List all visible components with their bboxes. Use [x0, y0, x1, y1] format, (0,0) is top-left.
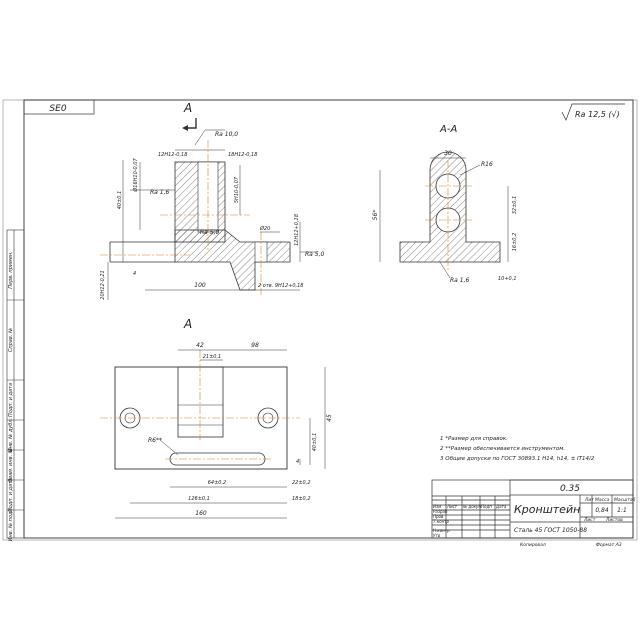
- plan-l2: 22±0,2: [292, 480, 311, 486]
- tb-scale: 1:1: [617, 507, 627, 514]
- note-2: 2 **Размер обеспечивается инструментом.: [440, 446, 565, 452]
- note-1: 1 *Размер для справок.: [440, 436, 508, 442]
- section-marker-a: A: [183, 101, 192, 115]
- ra-top: Ra 10,0: [215, 131, 238, 138]
- tb-row-doc: № докум: [462, 504, 481, 509]
- plan-l5: 160: [195, 510, 207, 517]
- plan-l4: 18±0,2: [292, 496, 311, 502]
- tb-row-razrab: Разраб: [433, 509, 448, 514]
- dim-v3: 5H10-0,07: [234, 176, 240, 203]
- dim-v4: 12H12+0,18: [294, 214, 300, 246]
- section-view: A-A 30 R16 56* 32±0,1 16±0,2 Ra 1,6 10+0…: [372, 124, 518, 284]
- tb-row-nkontr: Н.контр: [433, 528, 450, 533]
- tb-row-utv: Утв: [433, 533, 441, 538]
- sec-r2: 16±0,2: [512, 233, 518, 252]
- outer-frame: [2, 99, 638, 541]
- sec-d: 10+0,1: [498, 276, 517, 282]
- inner-frame: [23, 99, 634, 539]
- tb-part-name: Кронштейн: [514, 503, 580, 516]
- tb-row-sign: Подп: [481, 504, 492, 509]
- tb-row-prov: Пров: [433, 514, 444, 519]
- tb-sheet: Лист: [583, 517, 596, 523]
- notes: 1 *Размер для справок. 2 **Размер обеспе…: [440, 436, 595, 462]
- top-code: SE0: [49, 104, 66, 114]
- tb-col-lit: Лит: [584, 497, 594, 503]
- dim-len: 100: [194, 282, 206, 289]
- sec-r1: 32±0,1: [512, 196, 518, 215]
- tb-row-izm: Изм: [433, 504, 441, 509]
- side-label-7: Инв. № подл.: [8, 507, 14, 542]
- section-title: A-A: [439, 124, 457, 135]
- tb-scale-note: 0.35: [560, 484, 580, 494]
- tb-col-scale: Масштаб: [614, 497, 636, 503]
- roughness-label: Ra 12,5 (√): [575, 110, 620, 119]
- plan-h2: 40±0,1: [312, 433, 318, 452]
- note-3: 3 Общие допуски по ГОСТ 30893.1 H14, h14…: [440, 456, 595, 462]
- ra-mid: Ra 5,0: [200, 229, 219, 236]
- sec-top: 30: [444, 150, 452, 157]
- plan-w3: 21±0,1: [203, 354, 222, 360]
- dim-v5: 20H12-0,21: [100, 270, 106, 299]
- plan-h3: 4: [296, 459, 299, 465]
- tb-material: Сталь 45 ГОСТ 1050-88: [514, 527, 587, 534]
- plan-r: R6**: [148, 437, 162, 444]
- tb-format: Формат А3: [596, 542, 622, 548]
- dim-v1: Ø16H10-0,07: [132, 158, 139, 193]
- plan-l1: 64±0,2: [208, 480, 227, 486]
- dim-d3: Ø20: [259, 225, 270, 232]
- dim-d4: 2 отв. 9H12+0,18: [258, 283, 304, 289]
- side-label-3: Подп. и дата: [8, 383, 14, 417]
- tb-copied: Копировал: [520, 542, 546, 548]
- title-block: [431, 479, 634, 539]
- plan-w1: 42: [196, 342, 204, 349]
- front-view: A Ra 10,: [100, 101, 324, 300]
- dim-d1: 12H12-0,18: [158, 152, 187, 158]
- sec-r: R16: [481, 161, 493, 168]
- ra-right: Ra 5,0: [305, 251, 324, 258]
- dim-v6: 4: [133, 271, 136, 277]
- side-label-5: Взам. инв. №: [8, 448, 14, 482]
- plan-h: 45: [326, 414, 333, 422]
- side-label-2: Справ. №: [8, 328, 14, 352]
- sec-h: 56*: [372, 210, 379, 221]
- plan-l3: 126±0,1: [188, 496, 210, 502]
- side-label-1: Перв. примен.: [8, 251, 14, 289]
- roughness-symbol: [561, 103, 625, 121]
- tb-mass: 0,84: [595, 507, 609, 514]
- tb-row-date: Дата: [495, 504, 507, 509]
- side-strip: [6, 229, 25, 539]
- plan-w2: 98: [251, 342, 259, 349]
- plan-marker-a: A: [183, 317, 192, 331]
- plan-view: A 42 98 21±0,1 R6** 45: [100, 317, 333, 519]
- dim-v2: 40±0,1: [117, 191, 123, 210]
- tb-col-mass: Масса: [595, 497, 610, 503]
- side-label-6: Подп. и дата: [8, 478, 14, 512]
- tb-row-list: Лист: [446, 504, 458, 509]
- tb-sheets: Листов: [605, 517, 623, 523]
- tb-row-tkontr: Т.контр: [433, 519, 450, 524]
- code-box: [23, 99, 95, 115]
- sec-ra: Ra 1,6: [450, 277, 469, 284]
- side-label-4: Инв. № дубл.: [8, 418, 14, 452]
- ra-left: Ra 1,6: [150, 189, 169, 196]
- dim-d2: 18H12-0,18: [228, 152, 257, 158]
